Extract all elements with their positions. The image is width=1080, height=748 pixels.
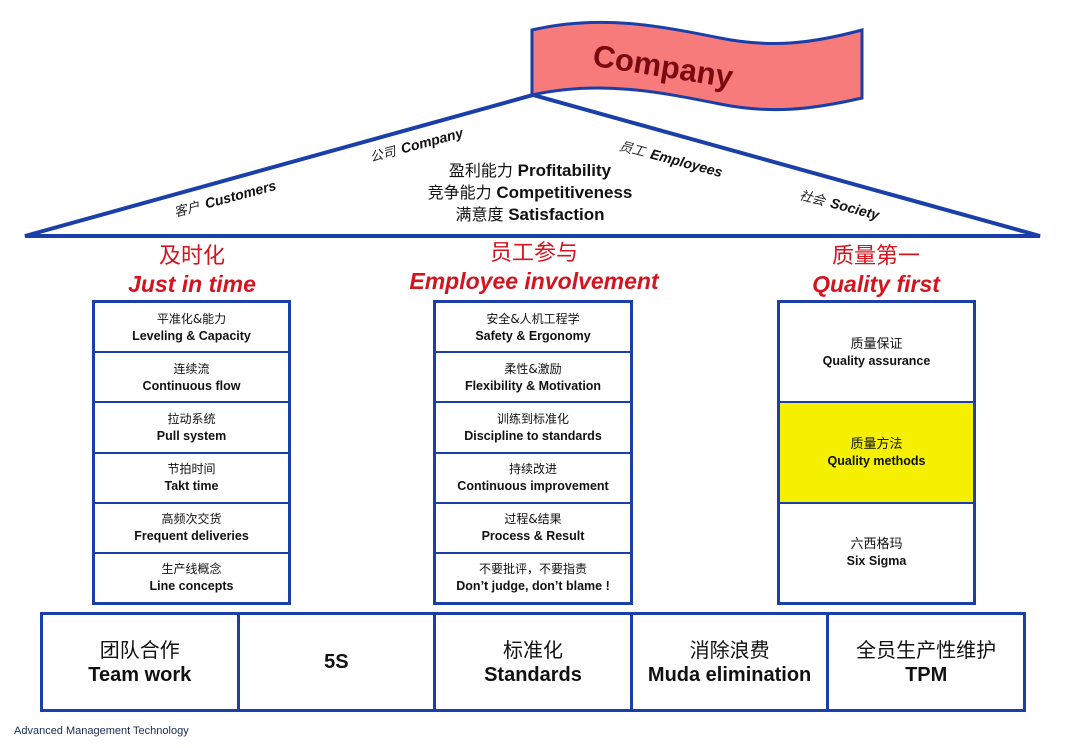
goal-zh: 竞争能力 — [427, 183, 492, 202]
footer-text: Advanced Management Technology — [14, 725, 189, 737]
pillar-item: 安全&人机工程学 Safety & Ergonomy — [436, 303, 630, 354]
item-en: Six Sigma — [846, 554, 907, 569]
item-en: Quality assurance — [822, 353, 931, 368]
goal-en: Competitiveness — [496, 183, 633, 202]
pillar-item: 训练到标准化 Discipline to standards — [436, 403, 630, 454]
item-zh: 质量保证 — [850, 336, 903, 352]
item-zh: 连续流 — [173, 361, 210, 376]
item-zh: 柔性&激励 — [504, 361, 562, 376]
foundation-en: Standards — [484, 664, 582, 686]
company-banner-shape — [530, 20, 864, 112]
item-zh: 生产线概念 — [161, 562, 222, 577]
goal-satisfaction: 满意度 Satisfaction — [380, 204, 680, 226]
pillar-title-zh: 及时化 — [158, 244, 225, 269]
foundation-en: Team work — [88, 664, 192, 686]
pillar-item: 高频次交货 Frequent deliveries — [95, 504, 288, 554]
foundation-en: Muda elimination — [647, 664, 812, 686]
item-zh: 持续改进 — [508, 462, 557, 477]
item-en: Line concepts — [149, 579, 234, 594]
item-zh: 六西格玛 — [850, 537, 903, 553]
item-en: Frequent deliveries — [134, 529, 249, 544]
item-en: Continuous improvement — [457, 479, 609, 494]
foundation-zh: 团队合作 — [99, 638, 180, 662]
item-zh: 过程&结果 — [504, 512, 562, 527]
pillar-item: 节拍时间 Takt time — [95, 454, 288, 504]
item-zh: 训练到标准化 — [496, 411, 569, 426]
item-en: Leveling & Capacity — [132, 328, 251, 343]
pillar-title-jit: 及时化 Just in time — [92, 244, 292, 298]
roof-goals: 盈利能力 Profitability 竞争能力 Competitiveness … — [380, 160, 680, 226]
roof-triangle — [24, 92, 1041, 238]
item-en: Discipline to standards — [464, 428, 602, 443]
goal-zh: 盈利能力 — [448, 161, 513, 180]
pillar-item: 平准化&能力 Leveling & Capacity — [95, 303, 288, 354]
pillar-item: 过程&结果 Process & Result — [436, 504, 630, 554]
pillar-title-employee-involvement: 员工参与 Employee involvement — [384, 241, 684, 295]
item-zh: 节拍时间 — [167, 462, 216, 477]
item-en: Safety & Ergonomy — [475, 328, 591, 343]
goal-profitability: 盈利能力 Profitability — [380, 160, 680, 182]
pillar-title-en: Just in time — [128, 271, 256, 297]
item-en: Flexibility & Motivation — [464, 378, 602, 393]
foundation-item: 5S — [240, 615, 437, 709]
pillar-item: 不要批评，不要指责 Don’t judge, don’t blame ! — [436, 554, 630, 602]
pillar-title-en: Employee involvement — [409, 268, 659, 294]
item-zh: 高频次交货 — [161, 512, 222, 527]
goal-en: Satisfaction — [508, 205, 605, 224]
item-zh: 不要批评，不要指责 — [478, 562, 587, 577]
pillar-employee-involvement: 安全&人机工程学 Safety & Ergonomy 柔性&激励 Flexibili… — [433, 300, 633, 605]
foundation-zh: 消除浪费 — [689, 638, 770, 662]
pillar-item: 生产线概念 Line concepts — [95, 554, 288, 602]
foundation-en: 5S — [324, 651, 349, 673]
pillar-item: 柔性&激励 Flexibility & Motivation — [436, 353, 630, 404]
goal-zh: 满意度 — [455, 205, 504, 224]
pillar-title-zh: 质量第一 — [831, 244, 920, 269]
item-en: Pull system — [156, 428, 227, 443]
pillar-item: 持续改进 Continuous improvement — [436, 454, 630, 504]
goal-en: Profitability — [517, 161, 612, 180]
goal-competitiveness: 竞争能力 Competitiveness — [380, 182, 680, 204]
item-en: Takt time — [164, 479, 219, 494]
pillar-jit: 平准化&能力 Leveling & Capacity 连续流 Continuous … — [92, 300, 291, 605]
item-en: Process & Result — [481, 529, 585, 544]
foundation-zh: 标准化 — [502, 638, 563, 662]
pillar-title-en: Quality first — [812, 271, 940, 297]
item-en: Continuous flow — [142, 378, 241, 393]
foundation-zh: 全员生产性维护 — [856, 638, 997, 662]
pillar-title-zh: 员工参与 — [489, 241, 578, 266]
pillar-item: 连续流 Continuous flow — [95, 353, 288, 404]
pillar-title-quality-first: 质量第一 Quality first — [776, 244, 976, 298]
item-en: Quality methods — [827, 453, 926, 468]
item-zh: 平准化&能力 — [156, 311, 227, 326]
item-zh: 质量方法 — [850, 436, 903, 452]
item-en: Don’t judge, don’t blame ! — [456, 579, 610, 594]
item-zh: 拉动系统 — [167, 411, 216, 426]
foundation-en: TPM — [905, 664, 948, 686]
pillar-item: 拉动系统 Pull system — [95, 403, 288, 454]
item-zh: 安全&人机工程学 — [486, 311, 580, 326]
